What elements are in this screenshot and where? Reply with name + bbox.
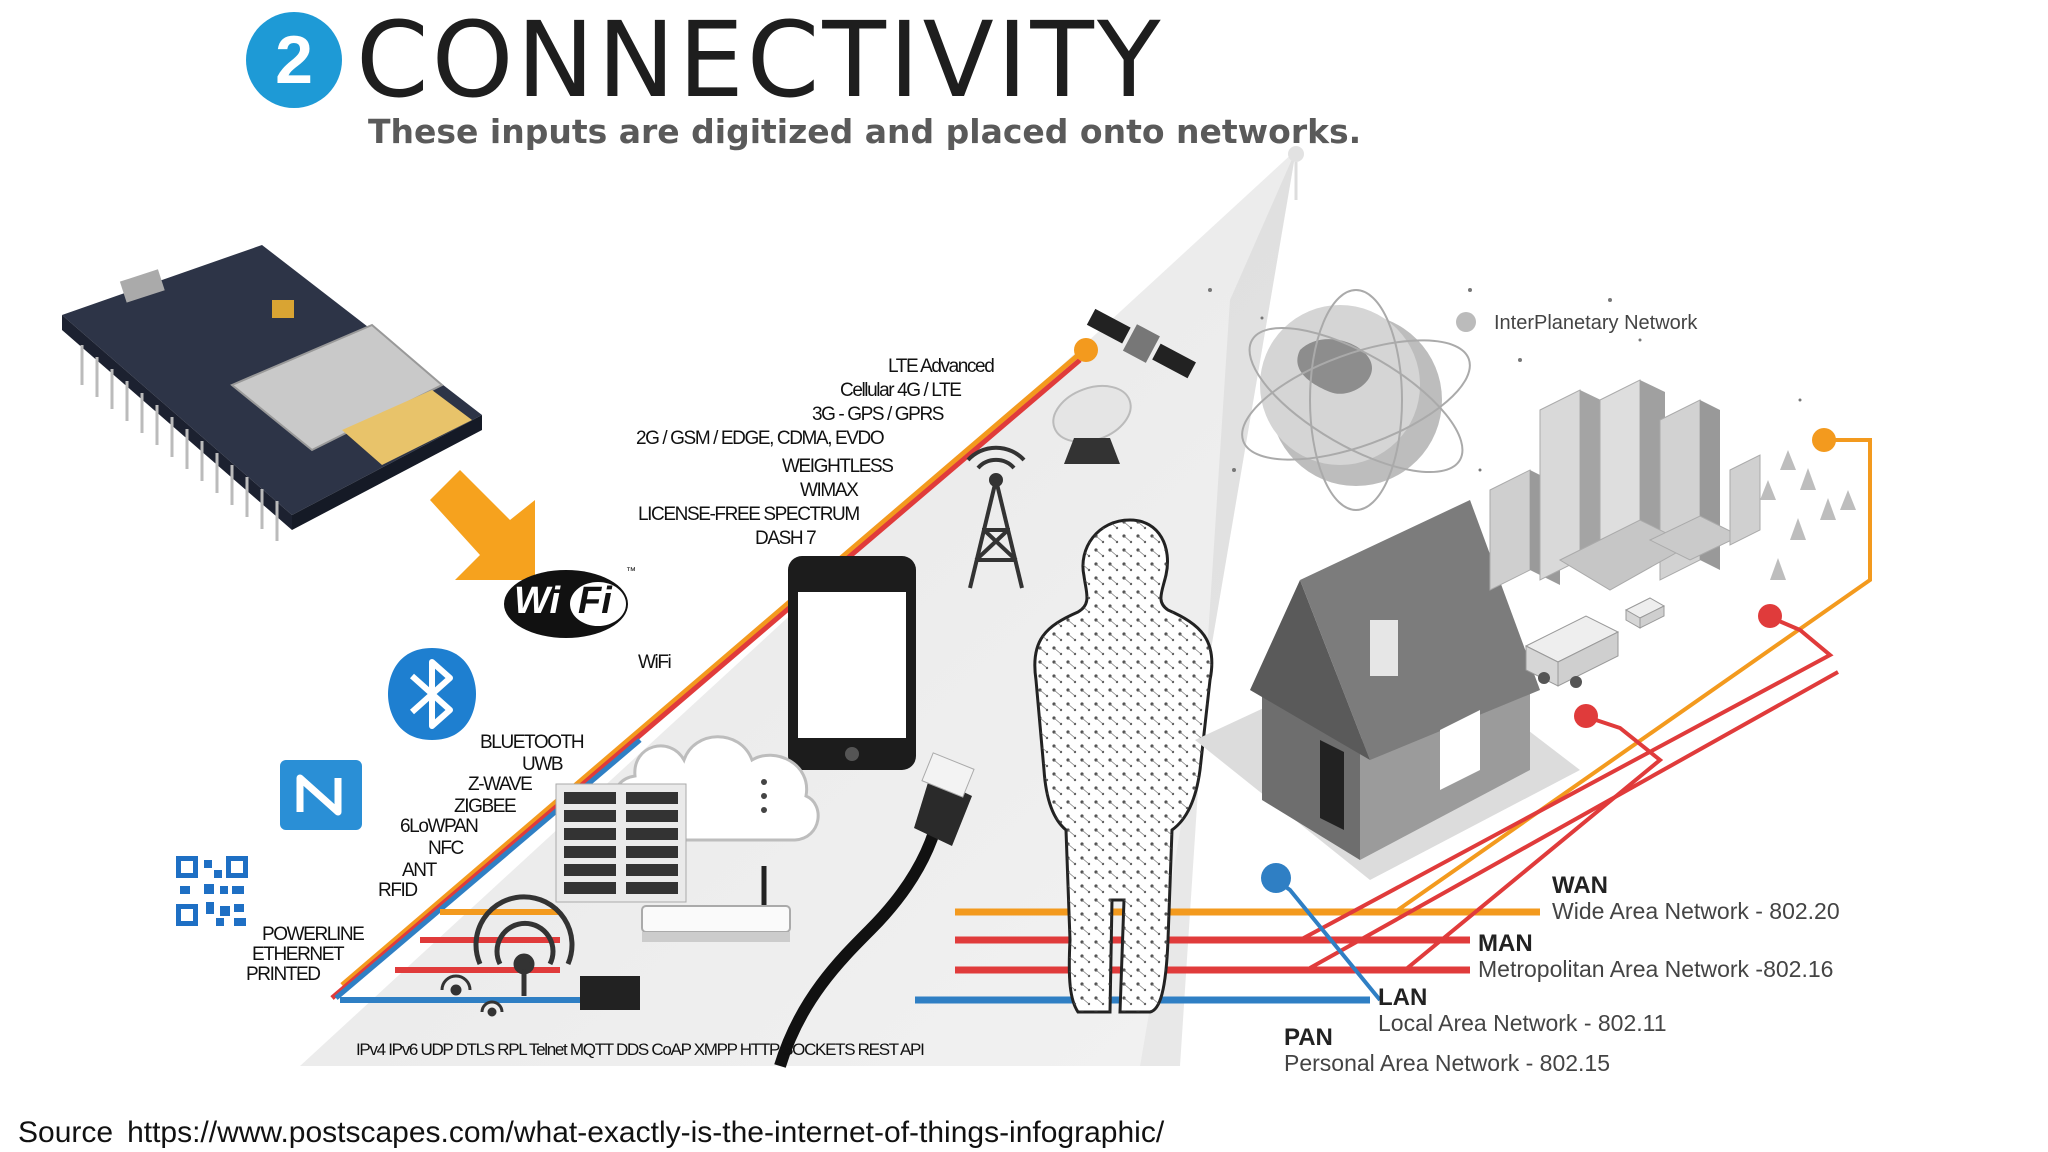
protocol-powerline: POWERLINE — [262, 924, 365, 945]
protocol-cellular-4g: Cellular 4G / LTE — [840, 380, 962, 401]
long-range-orange-line — [340, 348, 1086, 987]
page-title: CONNECTIVITY — [356, 0, 1164, 121]
protocol-ethernet: ETHERNET — [252, 944, 345, 965]
satellite-graphic — [1086, 308, 1196, 379]
network-wan-name: Wide Area Network - 802.20 — [1552, 898, 1840, 924]
microcontroller-board — [62, 245, 482, 541]
wifi-logo-right-text: Fi — [578, 580, 612, 622]
source-citation: Source https://www.postscapes.com/what-ex… — [18, 1116, 1164, 1150]
protocol-lte-advanced: LTE Advanced — [888, 356, 995, 377]
house-graphic — [1195, 500, 1580, 880]
server-rack-graphic — [555, 783, 687, 903]
network-wan-abbr: WAN — [1552, 872, 1608, 899]
qr-code-icon — [176, 856, 248, 926]
network-pan-abbr: PAN — [1284, 1024, 1333, 1051]
protocol-uwb: UWB — [522, 754, 564, 775]
step-number-badge: 2 — [246, 12, 342, 108]
router-graphic — [641, 866, 791, 942]
protocol-dash7: DASH 7 — [755, 528, 817, 549]
protocol-weightless: WEIGHTLESS — [782, 456, 894, 477]
network-lan-abbr: LAN — [1378, 984, 1428, 1011]
network-man-name: Metropolitan Area Network -802.16 — [1478, 956, 1834, 982]
man-connector-2 — [1309, 670, 1839, 970]
interplanetary-network-label: InterPlanetary Network — [1494, 312, 1698, 334]
source-label: Source — [18, 1116, 114, 1149]
chip-graphic — [580, 976, 640, 1010]
protocol-wifi: WiFi — [638, 652, 672, 673]
man-endpoint-dot — [1758, 604, 1782, 628]
protocol-2g: 2G / GSM / EDGE, CDMA, EVDO — [636, 428, 885, 449]
small-van-graphic — [1624, 597, 1666, 629]
protocol-license-free: LICENSE-FREE SPECTRUM — [638, 504, 860, 525]
man2-connector — [1403, 716, 1664, 972]
network-man-abbr: MAN — [1478, 930, 1533, 957]
lan-endpoint-dot — [1261, 863, 1291, 893]
protocol-z-wave: Z-WAVE — [468, 774, 533, 795]
orange-arrow — [430, 470, 535, 580]
wan-endpoint-dot — [1812, 428, 1836, 452]
beam-apex-dot — [1288, 146, 1304, 162]
protocol-3g: 3G - GPS / GPRS — [812, 404, 944, 425]
man2-endpoint-dot — [1574, 704, 1598, 728]
globe-graphic — [1241, 289, 1476, 511]
wifi-logo-trademark: ™ — [626, 566, 636, 577]
city-buildings-graphic — [1489, 379, 1856, 591]
network-lan-name: Local Area Network - 802.11 — [1378, 1010, 1667, 1036]
space-stars — [1208, 288, 1802, 472]
bluetooth-icon — [388, 648, 476, 740]
small-signal-icons — [440, 974, 504, 1017]
protocol-nfc: NFC — [428, 838, 464, 859]
ethernet-cable-graphic — [774, 752, 975, 1068]
wifi-logo-left-text: Wi — [514, 580, 561, 622]
source-url: https://www.postscapes.com/what-exactly-… — [127, 1116, 1165, 1149]
signal-antenna-graphic — [473, 894, 575, 996]
protocol-rfid: RFID — [378, 880, 418, 901]
protocol-zigbee: ZIGBEE — [454, 796, 517, 817]
wan-connector — [1393, 438, 1872, 914]
satellite-endpoint-dot — [1074, 338, 1098, 362]
wifi-logo: Wi Fi ™ — [502, 566, 636, 642]
protocol-printed: PRINTED — [246, 964, 321, 985]
protocol-stack-line: IPv4 IPv6 UDP DTLS RPL Telnet MQTT DDS C… — [356, 1040, 925, 1059]
wifi-logo-shape — [504, 570, 628, 638]
network-pan-name: Personal Area Network - 802.15 — [1284, 1050, 1611, 1076]
short-range-blue-line — [334, 738, 642, 1000]
cell-tower-graphic — [966, 445, 1026, 589]
man-connector — [1299, 616, 1834, 942]
protocol-bluetooth: BLUETOOTH — [480, 732, 585, 753]
nfc-icon — [280, 760, 362, 830]
smartphone-graphic — [788, 556, 916, 770]
protocol-6lowpan: 6LoWPAN — [400, 816, 479, 837]
page-subtitle: These inputs are digitized and placed on… — [368, 112, 1362, 151]
truck-graphic — [1524, 615, 1620, 688]
beam-highlight — [1140, 150, 1296, 1066]
protocol-wimax: WIMAX — [800, 480, 859, 501]
satellite-dish-graphic — [1052, 384, 1132, 464]
protocol-ant: ANT — [402, 860, 437, 881]
person-silhouette-graphic — [1033, 518, 1214, 1014]
long-range-red-line — [330, 358, 1082, 1000]
